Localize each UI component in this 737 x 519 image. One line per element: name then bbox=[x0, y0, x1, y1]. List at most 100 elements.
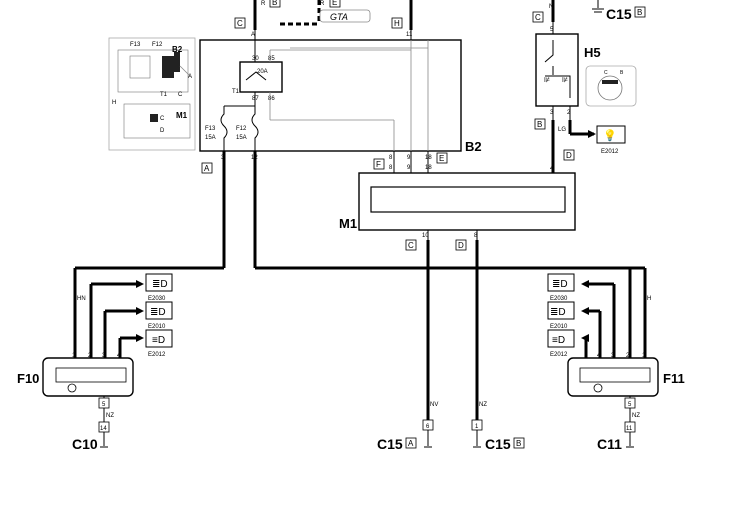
connector-tag-f: F bbox=[373, 158, 385, 170]
svg-text:F: F bbox=[376, 160, 381, 169]
svg-text:A: A bbox=[408, 439, 414, 448]
svg-text:1: 1 bbox=[72, 353, 76, 359]
ground-c11: C11 bbox=[597, 436, 622, 452]
svg-text:C11: C11 bbox=[597, 436, 622, 452]
connector-tag-e-top: E bbox=[329, 0, 341, 8]
svg-text:E2012: E2012 bbox=[148, 352, 166, 358]
svg-text:D: D bbox=[566, 151, 572, 160]
connector-tag-h-top: H bbox=[391, 17, 403, 29]
pin-label: 18 bbox=[425, 155, 432, 161]
svg-text:B2: B2 bbox=[172, 45, 183, 54]
connector-tag-b-top: B bbox=[269, 0, 281, 8]
svg-text:≡D: ≡D bbox=[152, 335, 165, 346]
svg-text:B: B bbox=[516, 439, 521, 448]
svg-text:N: N bbox=[549, 4, 553, 10]
wire-code-nz-f11: NZ bbox=[632, 413, 640, 419]
svg-text:H5: H5 bbox=[584, 45, 601, 60]
lamp-e2030-right: ≣D E2030 bbox=[547, 273, 575, 302]
svg-text:85: 85 bbox=[268, 56, 275, 62]
svg-text:≣D: ≣D bbox=[552, 279, 568, 290]
pin-label: 8 bbox=[389, 155, 393, 161]
svg-text:💡: 💡 bbox=[603, 129, 617, 142]
connector-tag-d-m1: D bbox=[455, 239, 467, 251]
svg-text:F13: F13 bbox=[205, 126, 216, 132]
wire-code-h: H bbox=[647, 296, 651, 302]
wire-code-nz-f10: NZ bbox=[106, 413, 114, 419]
svg-text:D: D bbox=[458, 241, 464, 250]
connector-tag-e: E bbox=[436, 152, 448, 164]
svg-text:2: 2 bbox=[88, 353, 92, 359]
svg-text:4: 4 bbox=[550, 166, 554, 172]
svg-text:E2010: E2010 bbox=[550, 324, 568, 330]
wire-code-nz: NZ bbox=[479, 402, 487, 408]
svg-text:H: H bbox=[394, 19, 400, 28]
svg-text:F12: F12 bbox=[152, 42, 163, 48]
lamp-e2012-left: ≡D E2012 bbox=[145, 329, 173, 358]
svg-text:4: 4 bbox=[597, 353, 601, 359]
svg-text:M1: M1 bbox=[176, 111, 188, 120]
svg-text:B: B bbox=[637, 8, 642, 17]
svg-text:C10: C10 bbox=[72, 436, 98, 452]
svg-text:C: C bbox=[408, 241, 414, 250]
svg-text:B: B bbox=[620, 70, 624, 76]
svg-text:E2010: E2010 bbox=[148, 324, 166, 330]
ground-c15-top: C15 B bbox=[606, 6, 646, 22]
headlamp-f10: F10 bbox=[17, 357, 134, 397]
svg-text:3: 3 bbox=[611, 353, 615, 359]
pin-label: 9 bbox=[407, 155, 411, 161]
svg-text:2: 2 bbox=[626, 353, 630, 359]
wire-code-hn: HN bbox=[77, 296, 86, 302]
svg-text:5: 5 bbox=[550, 27, 554, 33]
svg-text:1: 1 bbox=[642, 353, 646, 359]
pin-label: A bbox=[251, 32, 255, 38]
svg-text:1: 1 bbox=[475, 424, 479, 430]
lamp-e2010-left: ≣D E2010 bbox=[145, 301, 173, 330]
svg-text:LG: LG bbox=[558, 127, 566, 133]
svg-text:86: 86 bbox=[268, 96, 275, 102]
pin-label: 18 bbox=[425, 165, 432, 171]
svg-text:2: 2 bbox=[567, 110, 571, 116]
svg-text:B2: B2 bbox=[465, 139, 482, 154]
svg-text:D: D bbox=[160, 128, 165, 134]
ground-c10: C10 bbox=[72, 436, 98, 452]
svg-text:E: E bbox=[439, 154, 444, 163]
svg-text:11: 11 bbox=[626, 426, 633, 432]
svg-text:T1: T1 bbox=[232, 89, 240, 95]
svg-text:6: 6 bbox=[426, 424, 430, 430]
svg-text:C: C bbox=[160, 116, 165, 122]
svg-text:C15: C15 bbox=[377, 436, 403, 452]
svg-text:15A: 15A bbox=[236, 135, 247, 141]
svg-text:M1: M1 bbox=[339, 216, 357, 231]
svg-text:E2012: E2012 bbox=[550, 352, 568, 358]
lamp-e2030-left: ≣D E2030 bbox=[145, 273, 173, 302]
svg-text:F10: F10 bbox=[17, 371, 39, 386]
gta-logo: GTA bbox=[319, 9, 371, 23]
lamp-e2010-right: ≣D E2010 bbox=[547, 301, 575, 330]
ground-c15-b: C15 B bbox=[485, 436, 525, 452]
svg-text:A: A bbox=[188, 74, 192, 80]
svg-text:E2030: E2030 bbox=[550, 296, 568, 302]
location-inset: F13 F12 B2 A T1 C H M1 C D bbox=[108, 37, 196, 151]
svg-text:4: 4 bbox=[117, 353, 121, 359]
wire-code-r-2: R bbox=[320, 1, 325, 7]
wire-code-r: R bbox=[261, 1, 266, 7]
svg-text:C: C bbox=[237, 19, 243, 28]
svg-text:C15: C15 bbox=[485, 436, 511, 452]
svg-text:30: 30 bbox=[252, 56, 259, 62]
lamp-e2012-right: ≡D E2012 bbox=[547, 329, 575, 358]
svg-text:3: 3 bbox=[550, 110, 554, 116]
lamp-symbol-e2012-h5: 💡 E2012 bbox=[596, 125, 626, 155]
svg-text:5: 5 bbox=[628, 402, 632, 408]
fuse-box-b2: B2 20A T1 30 85 87 86 F13 15A F12 15A bbox=[199, 39, 482, 154]
svg-text:B: B bbox=[272, 0, 277, 7]
svg-text:E2012: E2012 bbox=[601, 149, 619, 155]
svg-text:GTA: GTA bbox=[330, 12, 348, 22]
connector-tag-c-top: C bbox=[234, 17, 246, 29]
svg-text:T1: T1 bbox=[160, 92, 168, 98]
top-stubs bbox=[253, 0, 604, 40]
svg-text:E: E bbox=[332, 0, 337, 7]
svg-text:≣D: ≣D bbox=[150, 307, 166, 318]
svg-text:⊯: ⊯ bbox=[544, 76, 550, 84]
svg-text:⊯: ⊯ bbox=[562, 76, 568, 84]
